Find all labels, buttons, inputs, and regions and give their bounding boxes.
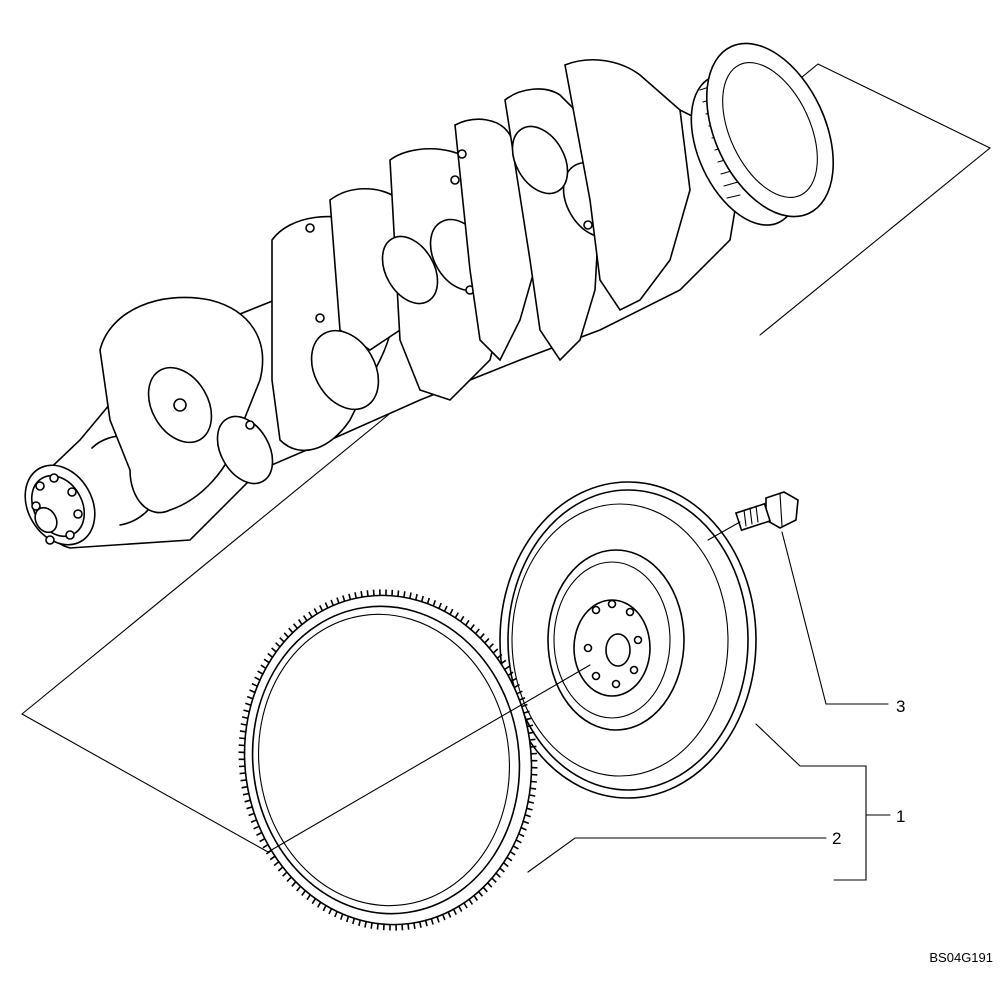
assembly-axis-line (267, 521, 741, 853)
gear-tooth-marks (238, 589, 538, 931)
flywheel-bolt-holes (583, 599, 643, 689)
ring-gear-icon[interactable] (223, 577, 552, 944)
ring-gear-teeth (238, 589, 538, 931)
callout-2: 2 (832, 829, 841, 848)
callout-1: 1 (896, 807, 905, 826)
crankshaft-rear-gear (690, 42, 835, 226)
assembly-frame (21, 63, 992, 853)
crankshaft-nose (24, 464, 96, 546)
crankshaft-icon[interactable] (11, 23, 858, 557)
callout-3: 3 (896, 697, 905, 716)
flywheel-icon[interactable] (499, 481, 757, 799)
leader-lines (527, 531, 891, 881)
bolt-icon[interactable] (734, 491, 799, 532)
drawing-code: BS04G191 (929, 950, 993, 965)
